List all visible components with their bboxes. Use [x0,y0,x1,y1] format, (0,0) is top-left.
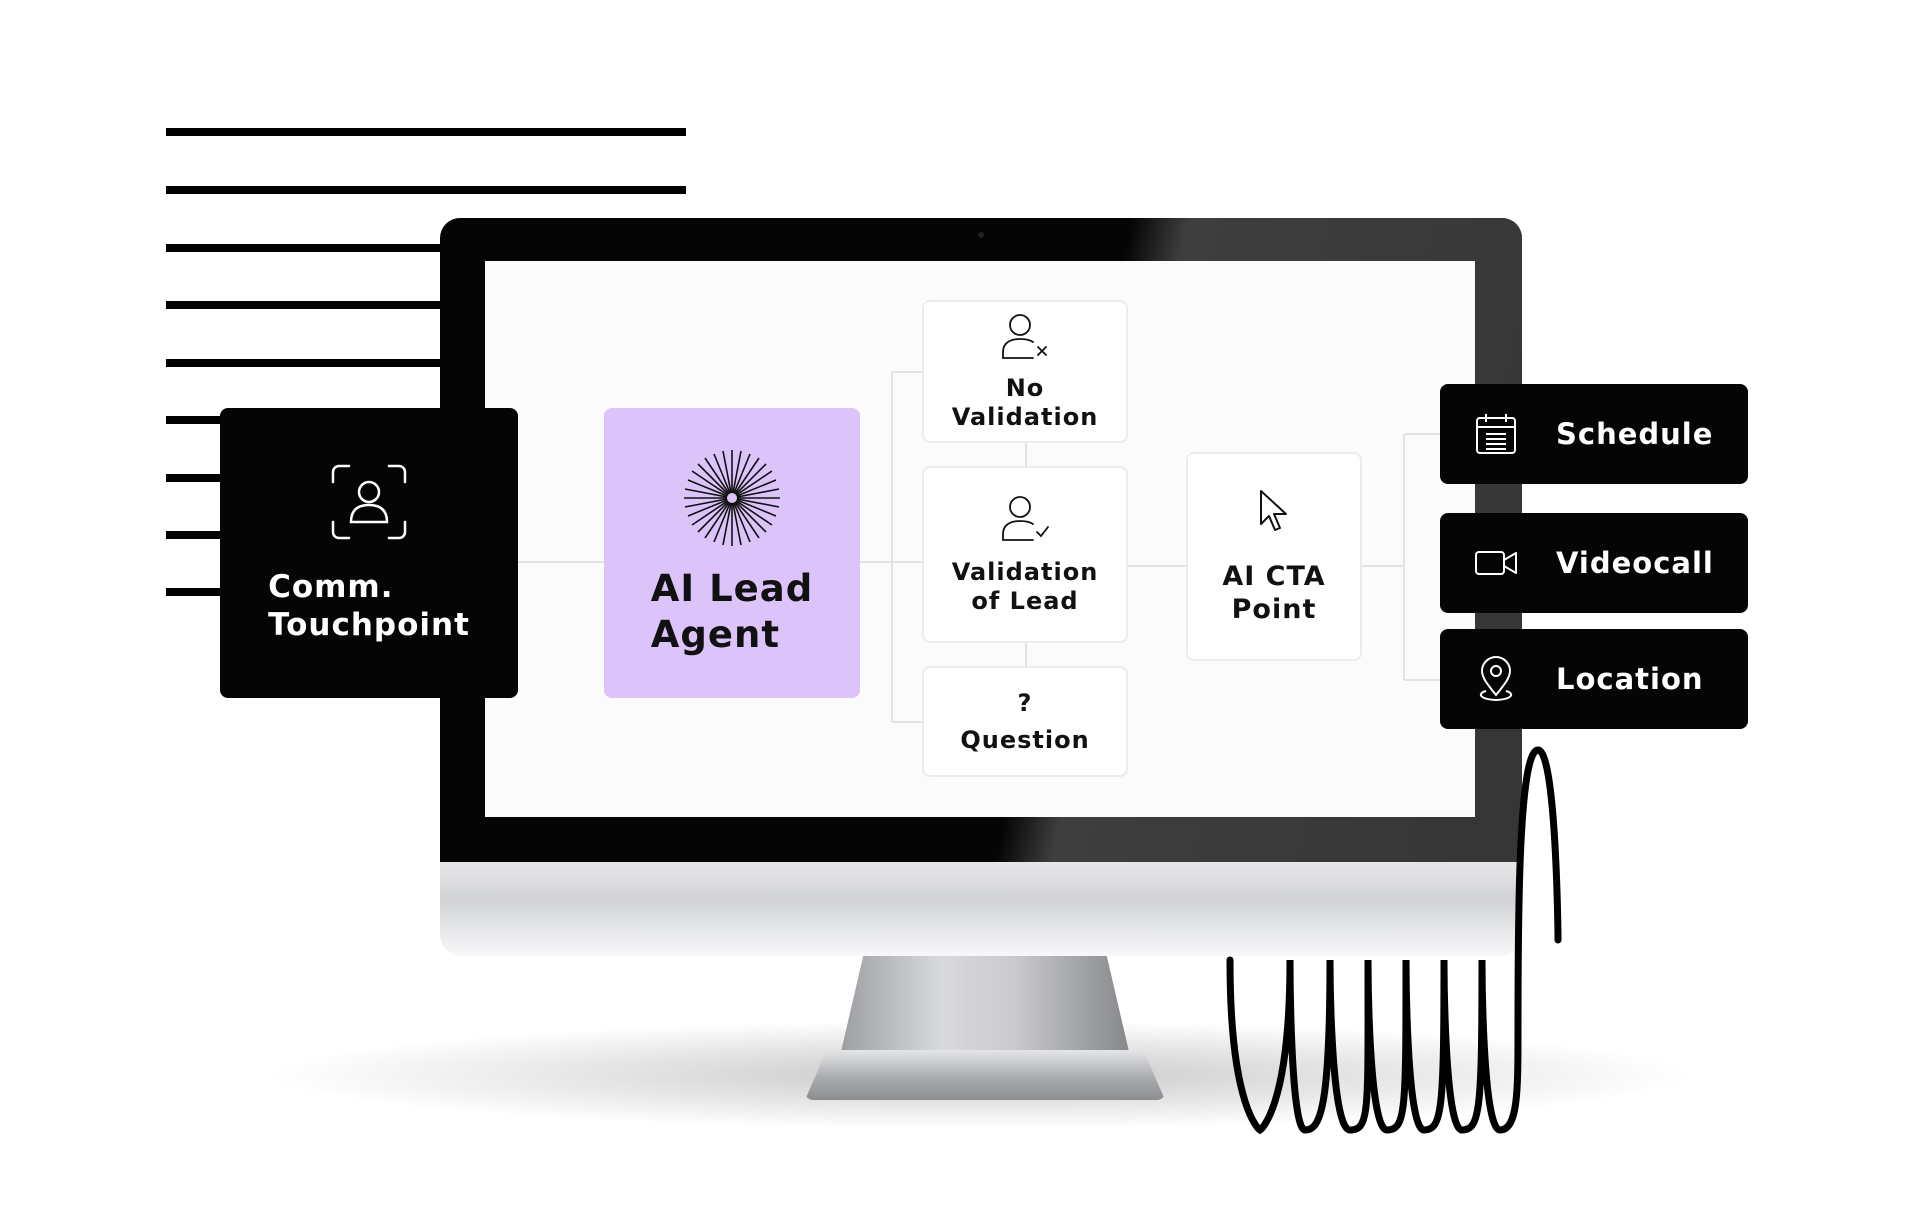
videocall-card: Videocall [1440,513,1748,613]
cta-label: AI CTA Point [1222,560,1326,625]
schedule-label: Schedule [1556,417,1714,451]
video-camera-icon [1475,551,1517,575]
decor-wave [1226,746,1562,1135]
touchpoint-label: Comm. Touchpoint [268,569,470,643]
question-label: Question [960,725,1090,754]
decor-bar [166,186,686,194]
calendar-icon [1476,414,1516,454]
decor-bar [166,588,226,596]
cursor-icon [1260,489,1287,531]
no-validation-node: No Validation [922,300,1128,443]
location-pin-icon [1479,656,1513,702]
decor-bar [166,128,686,136]
decor-bar [166,244,456,252]
question-mark: ? [1017,688,1033,717]
monitor-stand [840,956,1130,1056]
decor-bar [166,301,456,309]
ai-lead-agent-node: AI Lead Agent [604,408,860,698]
decor-bar [166,416,226,424]
videocall-label: Videocall [1556,546,1714,580]
validation-node: Validation of Lead [922,466,1128,643]
question-node: ? Question [922,666,1128,777]
webcam [978,232,984,238]
no-validation-label: No Validation [951,373,1099,431]
user-x-icon [1002,313,1047,359]
agent-label: AI Lead Agent [650,567,814,656]
monitor-base [805,1050,1165,1100]
ai-cta-point-node: AI CTA Point [1186,452,1362,661]
validation-label: Validation of Lead [951,557,1099,615]
decor-bar [166,474,226,482]
schedule-card: Schedule [1440,384,1748,484]
starburst-icon [684,450,780,546]
user-check-icon [1002,495,1049,541]
decor-bar [166,359,456,367]
location-card: Location [1440,629,1748,729]
face-scan-icon [331,464,407,540]
location-label: Location [1556,662,1704,696]
decor-bar [166,531,226,539]
comm-touchpoint-node: Comm. Touchpoint [220,408,518,698]
monitor-chin [440,862,1522,956]
